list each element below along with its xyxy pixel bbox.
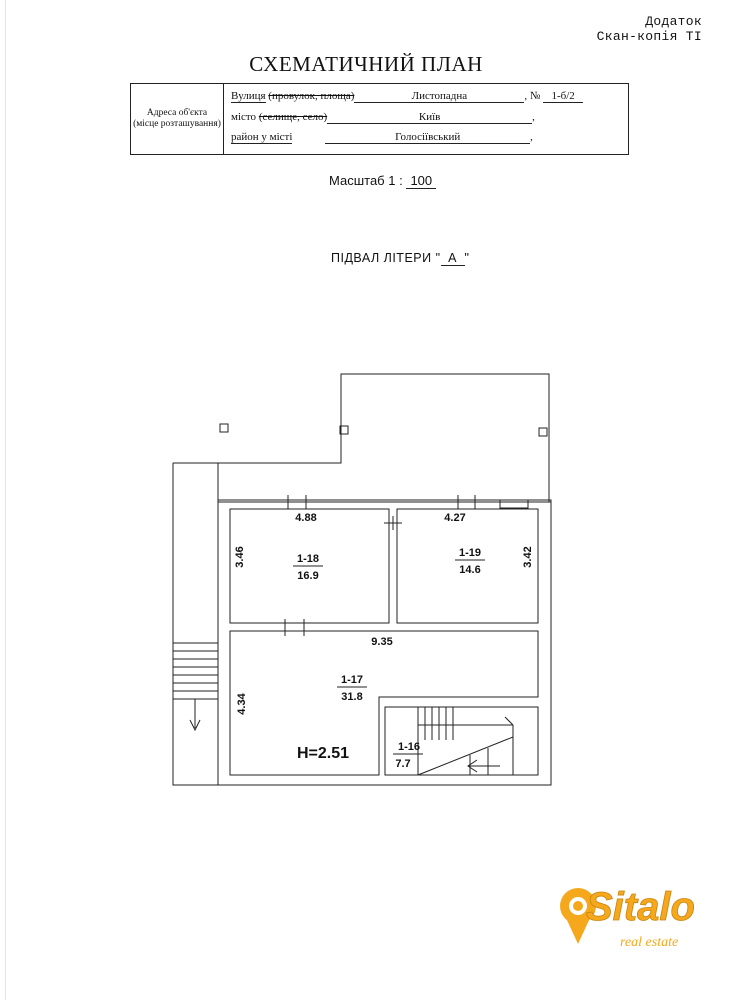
marker-square — [538, 427, 548, 437]
logo-brand-text: Sitalo — [586, 885, 695, 929]
dim-room-1-19-height: 3.42 — [522, 546, 534, 567]
address-table: Адреса об'єкта (місце розташування) Вули… — [130, 83, 629, 155]
address-label-cell: Адреса об'єкта (місце розташування) — [131, 84, 224, 154]
city-value: Київ — [327, 111, 533, 124]
room-1-16-outline — [384, 706, 539, 776]
location-pin-icon — [560, 888, 596, 944]
scale-line: Масштаб 1 : 100 — [329, 173, 437, 189]
city-label: місто — [231, 111, 257, 123]
room-1-17-label: 1-17 — [341, 674, 363, 686]
appendix-note: Додаток Скан-копія ТІ — [597, 14, 702, 44]
city-comma: , — [532, 111, 535, 123]
document-title: СХЕМАТИЧНИЙ ПЛАН — [249, 52, 483, 76]
scale-label: Масштаб 1 : — [329, 173, 403, 188]
left-stair-treads — [173, 642, 218, 732]
room-1-19-label: 1-19 — [459, 547, 481, 559]
room-1-17-area: 31.8 — [341, 691, 362, 703]
ceiling-height: H=2.51 — [297, 745, 349, 762]
city-line: місто (селище, село)Київ, — [231, 111, 535, 124]
dim-room-1-17-width: 9.35 — [371, 636, 392, 648]
window-mark — [499, 499, 529, 509]
room-1-19-outline — [396, 508, 539, 624]
number-value: 1-б/2 — [543, 90, 584, 103]
district-line: район у місті Голосіївський, — [231, 131, 533, 144]
appendix-line-1: Додаток — [645, 14, 702, 29]
number-label: № — [529, 90, 541, 102]
dim-room-1-19-width: 4.27 — [444, 512, 465, 524]
room-1-16-area: 7.7 — [395, 758, 410, 770]
floor-close: " — [464, 251, 470, 265]
appendix-line-2: Скан-копія ТІ — [596, 29, 702, 44]
sitalo-logo: Sitalo real estate — [560, 885, 695, 950]
district-label: район у місті — [231, 131, 293, 144]
left-stair-outline — [172, 463, 218, 786]
address-label-line-2: (місце розташування) — [133, 119, 221, 129]
marker-square — [219, 423, 229, 433]
scale-value: 100 — [406, 173, 437, 189]
street-value: Листопадна — [354, 90, 525, 103]
street-label: Вулиця — [231, 90, 266, 103]
floor-label: ПІДВАЛ ЛІТЕРИ " — [331, 251, 441, 265]
page-edge-line — [5, 0, 6, 1000]
city-label-struck: (селище, село) — [258, 111, 328, 123]
logo-tagline: real estate — [620, 935, 678, 950]
dim-room-1-18-height: 3.46 — [234, 546, 246, 567]
room-1-18-outline — [229, 508, 390, 624]
upper-outline — [173, 373, 550, 502]
street-line: Вулиця (провулок, площа)Листопадна, № 1-… — [231, 90, 584, 103]
dim-room-1-18-width: 4.88 — [295, 512, 316, 524]
room-1-17-outline — [229, 630, 539, 776]
district-value: Голосіївський — [325, 131, 531, 144]
dim-room-1-17-height: 4.34 — [236, 692, 248, 714]
room-1-16-label: 1-16 — [398, 741, 420, 753]
street-label-struck: (провулок, площа) — [268, 90, 355, 102]
right-stair-treads — [417, 707, 514, 776]
district-comma: , — [530, 131, 533, 143]
floor-caption: ПІДВАЛ ЛІТЕРИ "А" — [331, 251, 469, 266]
room-1-18-area: 16.9 — [297, 570, 318, 582]
room-1-18-label: 1-18 — [297, 553, 319, 565]
floor-letter: А — [440, 251, 465, 266]
marker-square — [339, 425, 349, 435]
street-comma: , — [524, 90, 528, 102]
room-1-19-area: 14.6 — [459, 564, 480, 576]
address-label-line-1: Адреса об'єкта — [146, 108, 208, 118]
